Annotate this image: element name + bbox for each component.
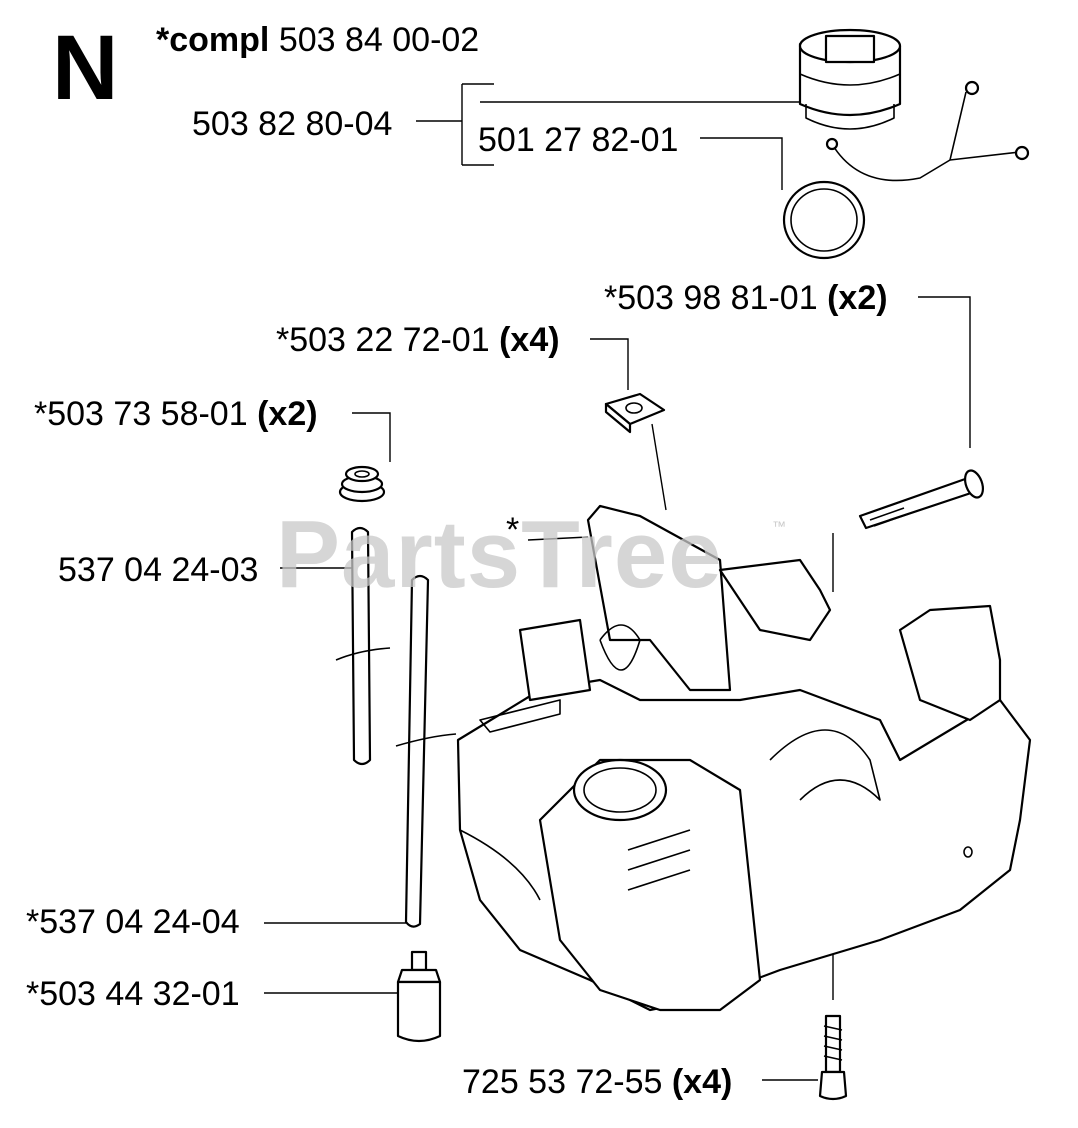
fuel-hose-a-part (335, 526, 391, 766)
part-label-clip: *503 22 72-01 (x4) (276, 320, 560, 360)
clip-quantity: (x4) (499, 321, 560, 359)
clip-part-number: *503 22 72-01 (276, 321, 490, 359)
part-label-cap-assembly: 503 82 80-04 (192, 105, 393, 143)
fuel-tank-housing-part (456, 504, 1032, 1012)
clip-nut-part (604, 392, 666, 434)
part-label-tank-marker: * (506, 511, 520, 549)
watermark-text: PartsTree (276, 501, 723, 608)
screw-part-number: 725 53 72-55 (462, 1063, 663, 1101)
bolt-part-number: *503 98 81-01 (604, 279, 818, 317)
part-label-screw: 725 53 72-55 (x4) (462, 1062, 732, 1102)
fuel-cap-part (798, 28, 1030, 182)
grommet-part (338, 465, 386, 503)
grommet-quantity: (x2) (257, 395, 318, 433)
part-label-o-ring: 501 27 82-01 (478, 121, 679, 159)
complete-assembly-label: *compl 503 84 00-02 (156, 20, 479, 60)
section-letter: N (52, 17, 119, 119)
part-label-grommet: *503 73 58-01 (x2) (34, 394, 318, 434)
part-label-hose-b: *537 04 24-04 (26, 903, 240, 941)
fuel-filter-part (396, 950, 442, 1043)
o-ring-part (782, 180, 866, 260)
part-label-hose-a: 537 04 24-03 (58, 551, 259, 589)
part-label-filter: *503 44 32-01 (26, 975, 240, 1013)
compl-part-number: 503 84 00-02 (278, 21, 480, 59)
grommet-part-number: *503 73 58-01 (34, 395, 248, 433)
screw-part (818, 1014, 848, 1101)
leader-lines (264, 83, 971, 1081)
watermark-trademark: ™ (772, 518, 786, 534)
part-label-bolt: *503 98 81-01 (x2) (604, 278, 888, 318)
screw-quantity: (x4) (671, 1063, 733, 1101)
fuel-hose-b-part (395, 574, 457, 928)
bolt-quantity: (x2) (827, 279, 888, 317)
bolt-part (858, 469, 985, 530)
compl-prefix: *compl (156, 21, 270, 59)
